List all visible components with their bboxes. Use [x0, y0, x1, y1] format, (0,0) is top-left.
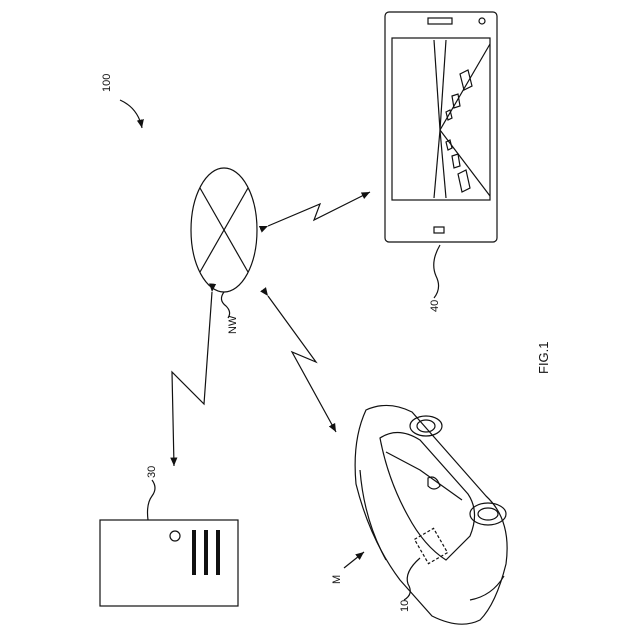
server-ref-leader: [148, 480, 156, 520]
road-scene-image: [434, 40, 490, 198]
figure-caption: FIG.1: [536, 341, 551, 374]
device-ref-label: 10: [399, 600, 411, 612]
terminal-device: [385, 12, 497, 242]
terminal-ref-leader: [434, 245, 440, 298]
server-device: [100, 520, 238, 606]
link-network-server: [172, 292, 212, 466]
server-ref-label: 30: [146, 466, 158, 478]
vehicle: [355, 405, 507, 624]
link-network-terminal: [268, 192, 370, 226]
link-network-vehicle: [268, 296, 336, 432]
system-ref-label: 100: [101, 74, 113, 92]
network-ref-leader: [221, 292, 229, 318]
system-ref-arrow: [120, 100, 142, 128]
network-node: [191, 168, 257, 292]
vehicle-ref-label: M: [331, 575, 343, 584]
vehicle-ref-arrow: [344, 552, 364, 568]
terminal-ref-label: 40: [429, 300, 441, 312]
network-ref-label: NW: [227, 315, 239, 334]
